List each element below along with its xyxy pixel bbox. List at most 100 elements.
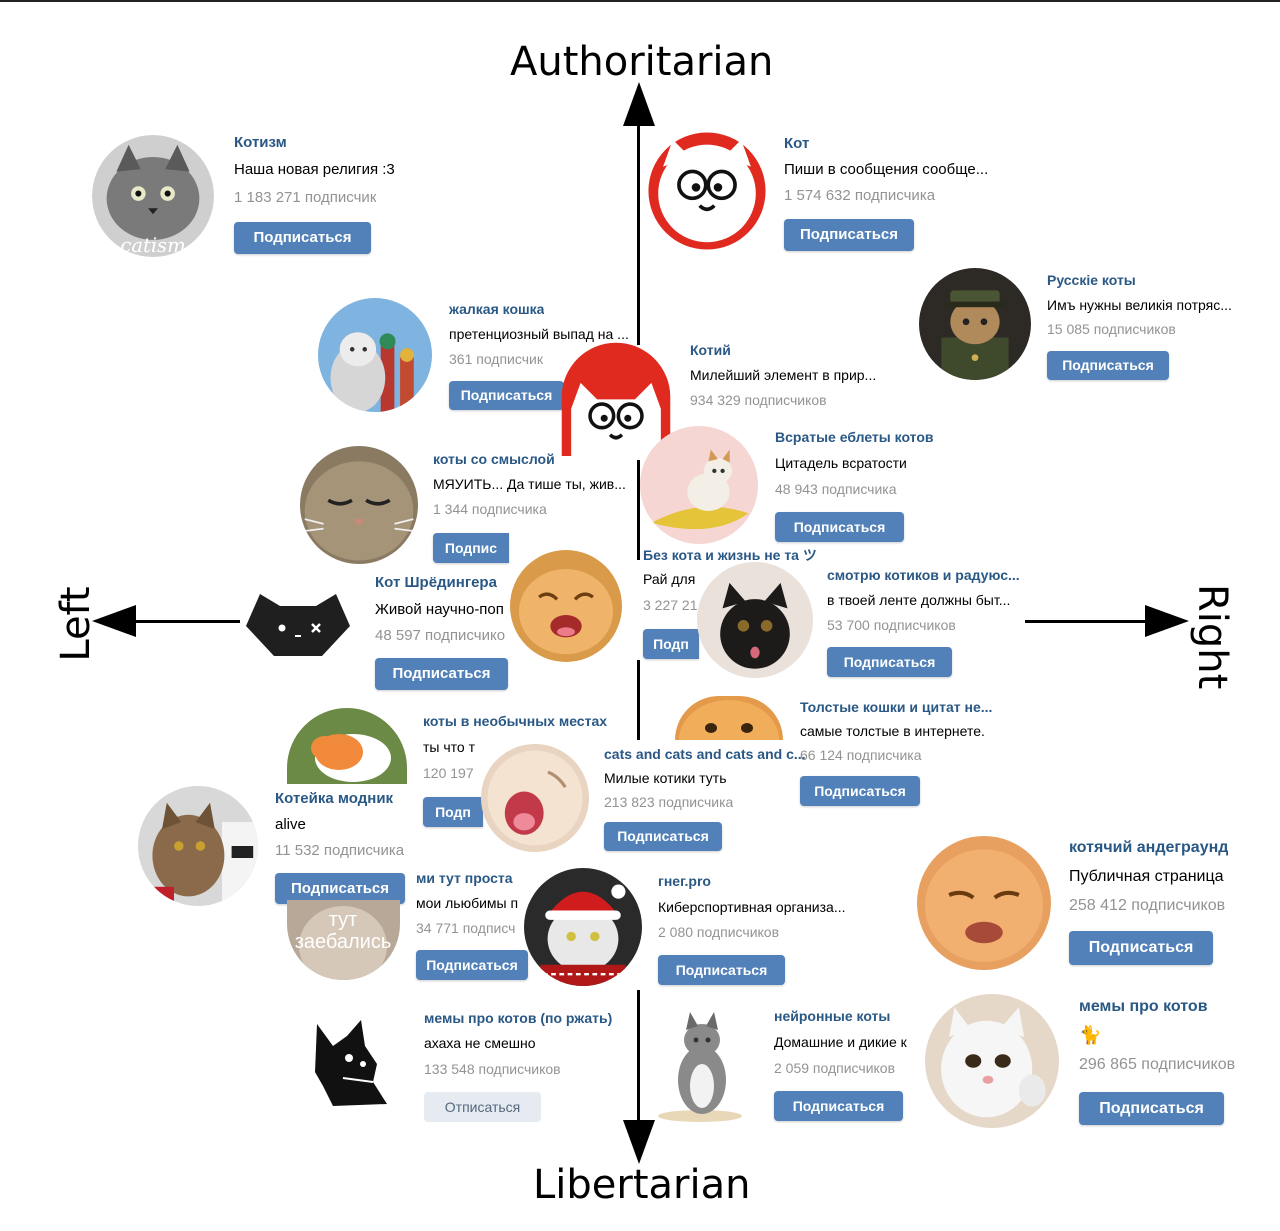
- card-description: Цитадель всратости: [775, 455, 907, 471]
- card-subscribers: 2 080 подписчиков: [658, 924, 780, 940]
- card-title[interactable]: cats and cats and cats and c...: [604, 746, 806, 762]
- card-subscribers: 213 823 подписчика: [604, 794, 734, 810]
- card-subscribers: 258 412 подписчиков: [1069, 897, 1226, 914]
- cartoon-cat-red-icon: [557, 338, 675, 456]
- card-description: Милейший элемент в прир...: [690, 367, 877, 383]
- subscribe-button[interactable]: Подписаться: [774, 1091, 903, 1121]
- fat-cat-icon: [675, 696, 783, 740]
- laughing-cat-icon: [510, 550, 622, 662]
- subscribe-button[interactable]: Подписаться: [234, 222, 371, 254]
- svg-text:catism: catism: [120, 234, 185, 257]
- horizontal-axis-right: [1025, 620, 1155, 623]
- card-description: 🐈: [1079, 1025, 1102, 1045]
- subscribe-button[interactable]: Подписаться: [775, 512, 904, 542]
- horizontal-axis-left: [130, 620, 240, 623]
- black-kitten-icon: [697, 562, 813, 678]
- subscribe-button[interactable]: Подписаться: [800, 776, 920, 806]
- arrow-down-icon: [623, 1120, 655, 1164]
- subscribe-button[interactable]: Подписаться: [275, 873, 405, 904]
- standing-cat-icon: [650, 1004, 750, 1122]
- card-subscribers: 133 548 подписчиков: [424, 1061, 561, 1077]
- subscribe-button[interactable]: Подп: [643, 629, 699, 659]
- card-subscribers: 1 183 271 подписчик: [234, 189, 377, 206]
- axis-label-authoritarian: Authoritarian: [510, 39, 774, 85]
- santa-cat-icon: [524, 868, 642, 986]
- cat-sleeping-icon: [287, 708, 407, 784]
- subscribe-button[interactable]: Подписаться: [784, 219, 914, 251]
- card-subscribers: 66 124 подписчика: [800, 747, 922, 763]
- card-subscribers: 53 700 подписчиков: [827, 617, 956, 633]
- card-title[interactable]: гнег.pro: [658, 873, 711, 889]
- card-description: Наша новая религия :3: [234, 161, 395, 178]
- card-subscribers: 1 574 632 подписчика: [784, 187, 936, 204]
- subscribe-button[interactable]: Подписаться: [1069, 931, 1213, 965]
- card-title[interactable]: коты в необычных местах: [423, 713, 608, 729]
- card-description: мои льюбимы п: [416, 895, 519, 911]
- card-description: Имъ нужны великiя потряс...: [1047, 297, 1232, 313]
- subscribe-button[interactable]: Подписаться: [658, 955, 785, 985]
- subscribe-button[interactable]: Подписаться: [604, 822, 722, 851]
- card-description: Публичная страница: [1069, 868, 1224, 885]
- card-description: претенциозный выпад на ...: [449, 326, 629, 342]
- vertical-axis-bottom: [637, 990, 640, 1125]
- card-title[interactable]: Русскiе коты: [1047, 272, 1136, 288]
- card-subscribers: 934 329 подписчиков: [690, 392, 827, 408]
- subscribe-button[interactable]: Подп: [423, 797, 483, 827]
- card-subscribers: 48 943 подписчика: [775, 481, 897, 497]
- card-description: ахаха не смешно: [424, 1035, 536, 1051]
- card-subscribers: 15 085 подписчиков: [1047, 321, 1176, 337]
- card-title[interactable]: Котизм: [234, 134, 287, 151]
- arrow-left-icon: [92, 605, 136, 637]
- card-title[interactable]: ми тут проста: [416, 870, 513, 886]
- card-title[interactable]: Толстые кошки и цитат не...: [800, 699, 993, 715]
- card-title[interactable]: мемы про котов (по ржать): [424, 1010, 613, 1026]
- black-cat-logo-icon: [240, 580, 356, 664]
- card-title[interactable]: Без кота и жизнь не та ツ: [643, 547, 817, 563]
- cat-yawn-icon: [481, 744, 589, 852]
- svg-text:заебались: заебались: [295, 931, 392, 953]
- card-subscribers: 361 подписчик: [449, 351, 543, 367]
- card-title[interactable]: нейронные коты: [774, 1008, 891, 1024]
- subscribe-button[interactable]: Подписаться: [1047, 351, 1169, 380]
- axis-label-right: Right: [1189, 584, 1235, 690]
- subscribe-button[interactable]: Подписаться: [449, 381, 564, 410]
- card-title[interactable]: Кот Шрёдингера: [375, 574, 497, 591]
- card-title[interactable]: жалкая кошка: [449, 301, 545, 317]
- cat-banana-icon: [640, 426, 758, 544]
- card-description: Милые котики туть: [604, 770, 727, 786]
- fluffy-cat-icon: catism: [92, 135, 214, 257]
- card-title[interactable]: мемы про котов: [1079, 998, 1208, 1015]
- vertical-axis-lower: [637, 660, 640, 740]
- vertical-axis-upper: [637, 120, 640, 345]
- card-title[interactable]: коты со смыслой: [433, 451, 555, 467]
- orange-cat-face-icon: [917, 836, 1051, 970]
- card-title[interactable]: Всратые еблеты котов: [775, 429, 934, 445]
- card-title[interactable]: Кот: [784, 135, 810, 152]
- card-subscribers: 34 771 подписч: [416, 920, 516, 936]
- subscribe-button[interactable]: Подписаться: [827, 647, 952, 677]
- unsubscribe-button[interactable]: Отписаться: [424, 1092, 541, 1122]
- card-description: alive: [275, 816, 306, 833]
- subscribe-button[interactable]: Подпис: [433, 533, 509, 563]
- card-subscribers: 296 865 подписчиков: [1079, 1056, 1236, 1073]
- subscribe-button[interactable]: Подписаться: [1079, 1092, 1224, 1125]
- card-title[interactable]: Котейка модник: [275, 790, 394, 807]
- cartoon-cat-icon: [646, 130, 768, 252]
- card-description: Домашние и дикие к: [774, 1034, 907, 1050]
- cat-kremlin-icon: [318, 298, 432, 412]
- arrow-up-icon: [623, 82, 655, 126]
- arrow-right-icon: [1145, 605, 1189, 637]
- card-title[interactable]: котячий андеграунд: [1069, 839, 1229, 856]
- card-subscribers: 11 532 подписчика: [275, 842, 405, 859]
- cat-officer-icon: [919, 268, 1031, 380]
- subscribe-button[interactable]: Подписаться: [416, 950, 528, 980]
- card-title[interactable]: Котий: [690, 342, 731, 358]
- card-description: в твоей ленте должны быт...: [827, 592, 1011, 608]
- card-title[interactable]: смотрю котиков и радуюс...: [827, 567, 1020, 583]
- axis-label-libertarian: Libertarian: [533, 1162, 751, 1208]
- subscribe-button[interactable]: Подписаться: [375, 658, 508, 690]
- card-subscribers: 1 344 подписчика: [433, 501, 547, 517]
- cat-silhouette-icon: [303, 1012, 393, 1108]
- svg-text:тут: тут: [329, 909, 358, 931]
